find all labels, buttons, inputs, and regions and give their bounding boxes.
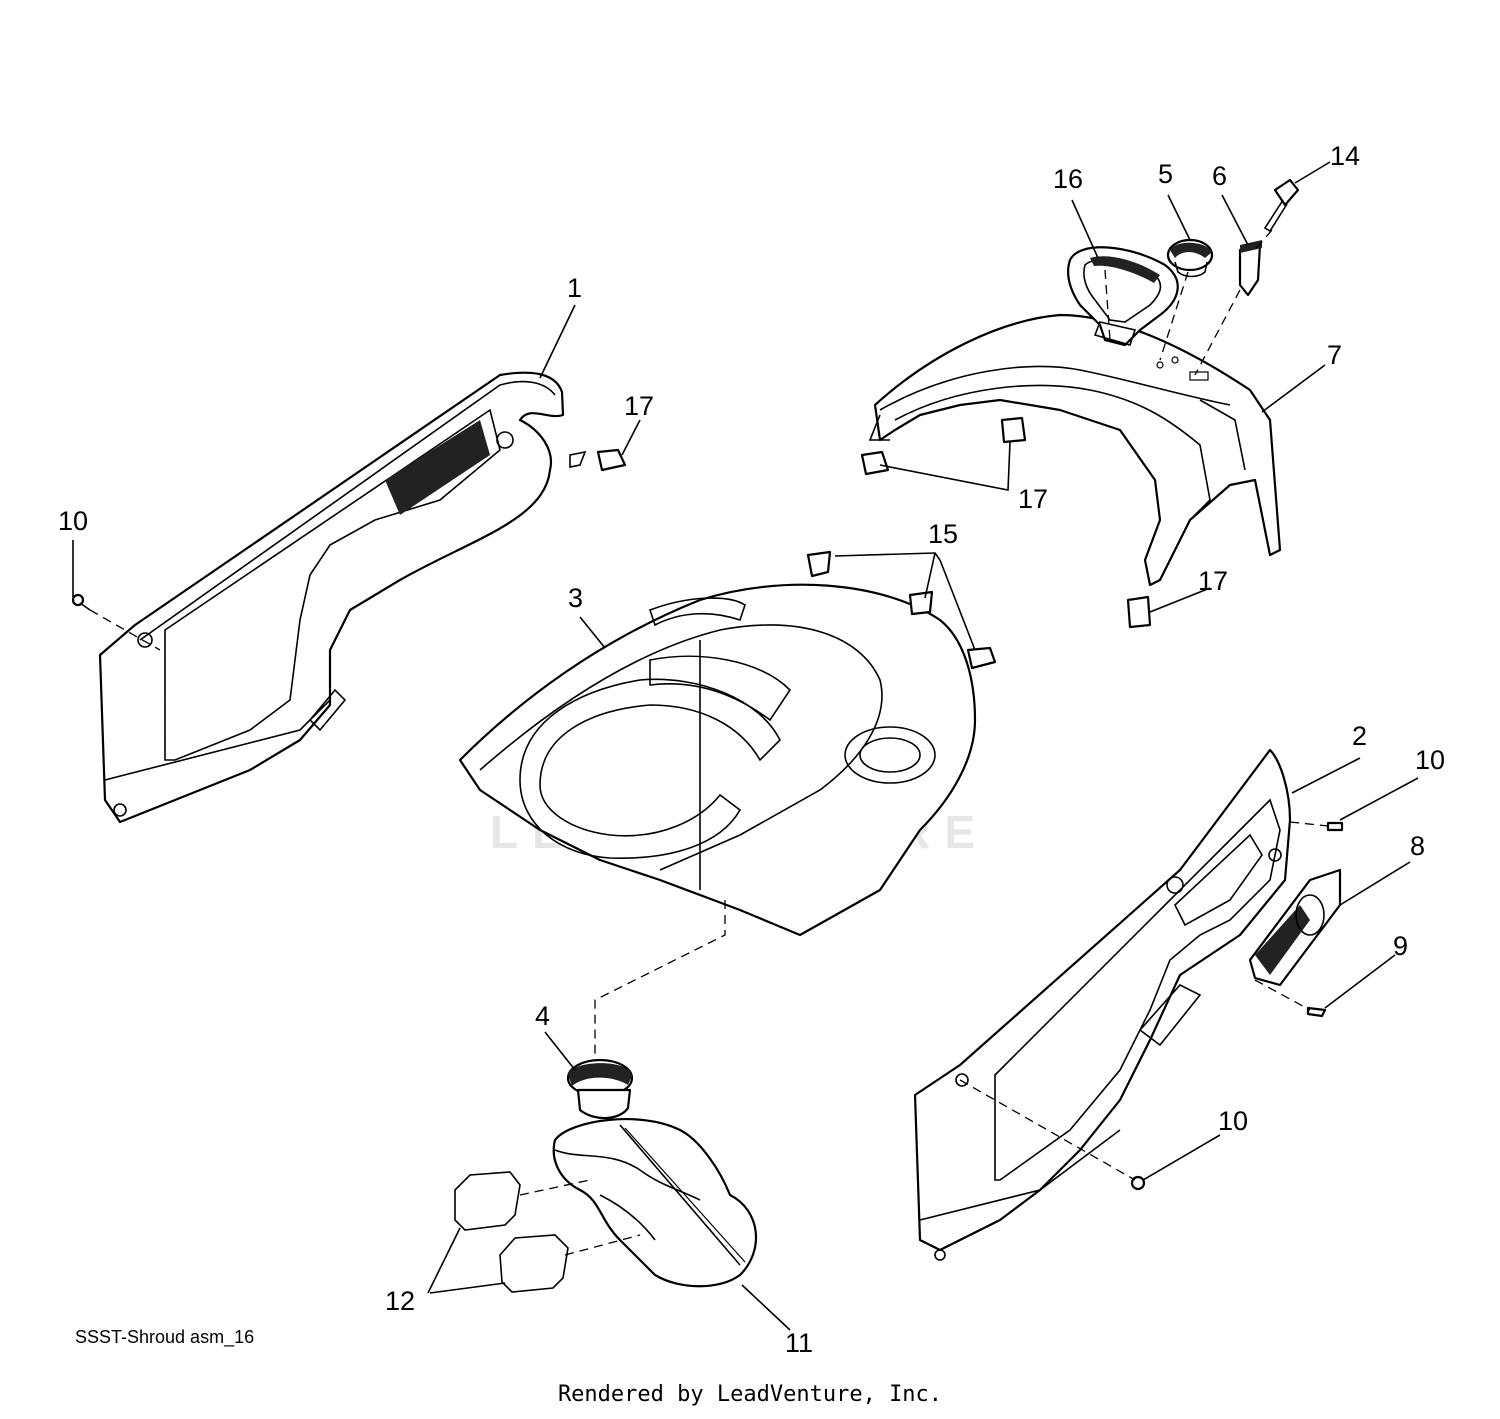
part-5-knob[interactable]: [1166, 238, 1214, 278]
leader-lines: [72, 161, 1419, 1331]
callout-14: 14: [1330, 141, 1360, 171]
callout-10-left: 10: [58, 506, 88, 536]
part-9-screw[interactable]: [1306, 1006, 1327, 1018]
part-16-handle[interactable]: [1066, 246, 1179, 347]
part-14-key[interactable]: [1263, 178, 1300, 233]
callout-17-left: 17: [624, 391, 654, 421]
part-2-right-side-panel[interactable]: [913, 748, 1292, 1261]
callout-2: 2: [1352, 721, 1367, 751]
callout-8: 8: [1410, 831, 1425, 861]
callout-17-right: 17: [1198, 566, 1228, 596]
part-6-ignition-switch[interactable]: [1238, 240, 1262, 297]
callout-17-center: 17: [1018, 484, 1048, 514]
callout-9: 9: [1393, 931, 1408, 961]
callout-10-right-top: 10: [1415, 745, 1445, 775]
callout-5: 5: [1158, 159, 1173, 189]
part-17-clips[interactable]: [569, 416, 1152, 629]
part-7-dash-shroud[interactable]: [868, 313, 1282, 587]
diagram-reference-code: SSST-Shroud asm_16: [75, 1327, 255, 1347]
callout-4: 4: [535, 1001, 550, 1031]
part-11-fuel-tank[interactable]: [552, 1118, 758, 1288]
assembly-dashed-lines: [89, 229, 1329, 1256]
part-4-fuel-cap[interactable]: [566, 1058, 634, 1120]
callout-1: 1: [567, 273, 582, 303]
callout-11: 11: [785, 1328, 813, 1358]
callout-15: 15: [928, 519, 958, 549]
callout-12: 12: [385, 1286, 415, 1316]
part-15-clips[interactable]: [806, 550, 997, 670]
part-12-straps[interactable]: [454, 1171, 569, 1293]
callout-16: 16: [1053, 164, 1083, 194]
render-credit: Rendered by LeadVenture, Inc.: [557, 1382, 943, 1407]
callout-10-right-bottom: 10: [1218, 1106, 1248, 1136]
callout-labels: 1 2 3 4 5 6 7 8 9 10 10 10 11 12 14 15 1…: [58, 141, 1445, 1358]
callout-6: 6: [1212, 161, 1227, 191]
part-3-center-shroud[interactable]: [458, 583, 977, 937]
part-1-left-side-panel[interactable]: [98, 371, 565, 824]
callout-3: 3: [568, 583, 583, 613]
callout-7: 7: [1327, 340, 1342, 370]
